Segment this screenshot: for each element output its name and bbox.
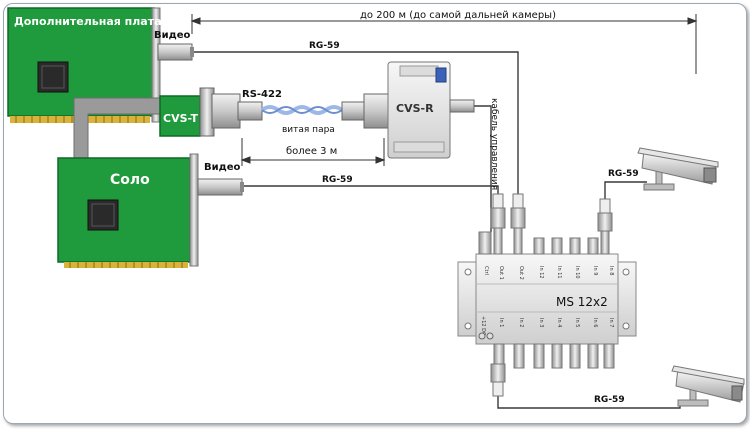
video-solo-label: Видео <box>204 162 240 173</box>
cvs-r-label: CVS-R <box>396 102 434 115</box>
camera-bottom <box>671 365 745 407</box>
diagram-frame: до 200 м (до самой дальней камеры) Допол… <box>3 3 747 424</box>
port-in7: In 7 <box>608 318 614 327</box>
dimension-3m <box>240 138 386 166</box>
ms-switch <box>457 253 637 345</box>
port-out1: Out 1 <box>498 266 504 280</box>
cable-label-top: RG-59 <box>309 41 340 51</box>
port-in5: In 5 <box>574 318 580 327</box>
ms-in1-connector <box>490 343 506 397</box>
power-terminal <box>478 332 486 340</box>
video-top-label: Видео <box>154 30 190 41</box>
cable-camera-bottom <box>497 396 681 409</box>
solo-board <box>57 153 199 268</box>
port-in3: In 3 <box>538 318 544 327</box>
camera-top <box>637 147 719 191</box>
ms-ctrl-connector <box>478 231 492 255</box>
cvs-t-box <box>159 95 201 137</box>
cable-top-rg59 <box>190 51 519 194</box>
video-connector-top <box>157 43 194 61</box>
ms-label: MS 12x2 <box>556 295 608 309</box>
port-in12: In 12 <box>538 266 544 279</box>
ms-in8-connector <box>597 198 613 255</box>
distance-label: до 200 м (до самой дальней камеры) <box>360 10 556 21</box>
port-in8: In 8 <box>608 266 614 275</box>
cvs-r-box <box>387 61 451 159</box>
cable-label-cam-top: RG-59 <box>608 169 639 179</box>
control-cable <box>474 105 492 232</box>
cvs-t-label: CVS-T <box>163 112 198 125</box>
control-connector <box>449 99 475 113</box>
solo-board-label: Соло <box>110 172 150 188</box>
distance-dimension <box>190 14 698 74</box>
dimension-3m-label: более 3 м <box>286 146 337 157</box>
port-in2: In 2 <box>518 318 524 327</box>
port-in11: In 11 <box>556 266 562 279</box>
port-in9: In 9 <box>592 266 598 275</box>
port-in6: In 6 <box>592 318 598 327</box>
control-cable-label: кабель управления <box>489 98 499 190</box>
ms-top-port-labels: Ctrl Out 1 Out 2 In 12 In 11 In 10 In 9 … <box>483 266 614 280</box>
ms-bottom-port-labels: +12 DC In 1 In 2 In 3 In 4 In 5 In 6 In … <box>480 316 614 336</box>
cable-camera-top <box>604 181 647 199</box>
db-connector-left <box>199 87 263 137</box>
db-connector-right <box>341 93 391 129</box>
cable-solo-rg59 <box>244 185 499 194</box>
extra-board-label: Дополнительная плата <box>14 15 162 28</box>
port-power: +12 DC <box>480 316 486 336</box>
rs422-label: RS-422 <box>242 89 282 100</box>
ms-bottom-connectors <box>513 343 615 369</box>
cable-label-cam-bottom: RG-59 <box>594 395 625 405</box>
port-in10: In 10 <box>574 266 580 279</box>
connection-diagram: до 200 м (до самой дальней камеры) Допол… <box>7 7 745 409</box>
twisted-pair-label: витая пара <box>282 125 335 135</box>
port-in4: In 4 <box>556 318 562 327</box>
ms-top-connectors <box>533 237 599 255</box>
ms-out-connectors <box>490 193 526 255</box>
cable-label-solo: RG-59 <box>322 175 353 185</box>
video-connector-solo <box>197 178 244 196</box>
cables <box>190 51 681 409</box>
port-in1: In 1 <box>498 318 504 327</box>
port-out2: Out 2 <box>518 266 524 280</box>
port-ctrl: Ctrl <box>483 266 489 275</box>
extra-board <box>7 7 161 123</box>
twisted-pair <box>260 105 344 115</box>
